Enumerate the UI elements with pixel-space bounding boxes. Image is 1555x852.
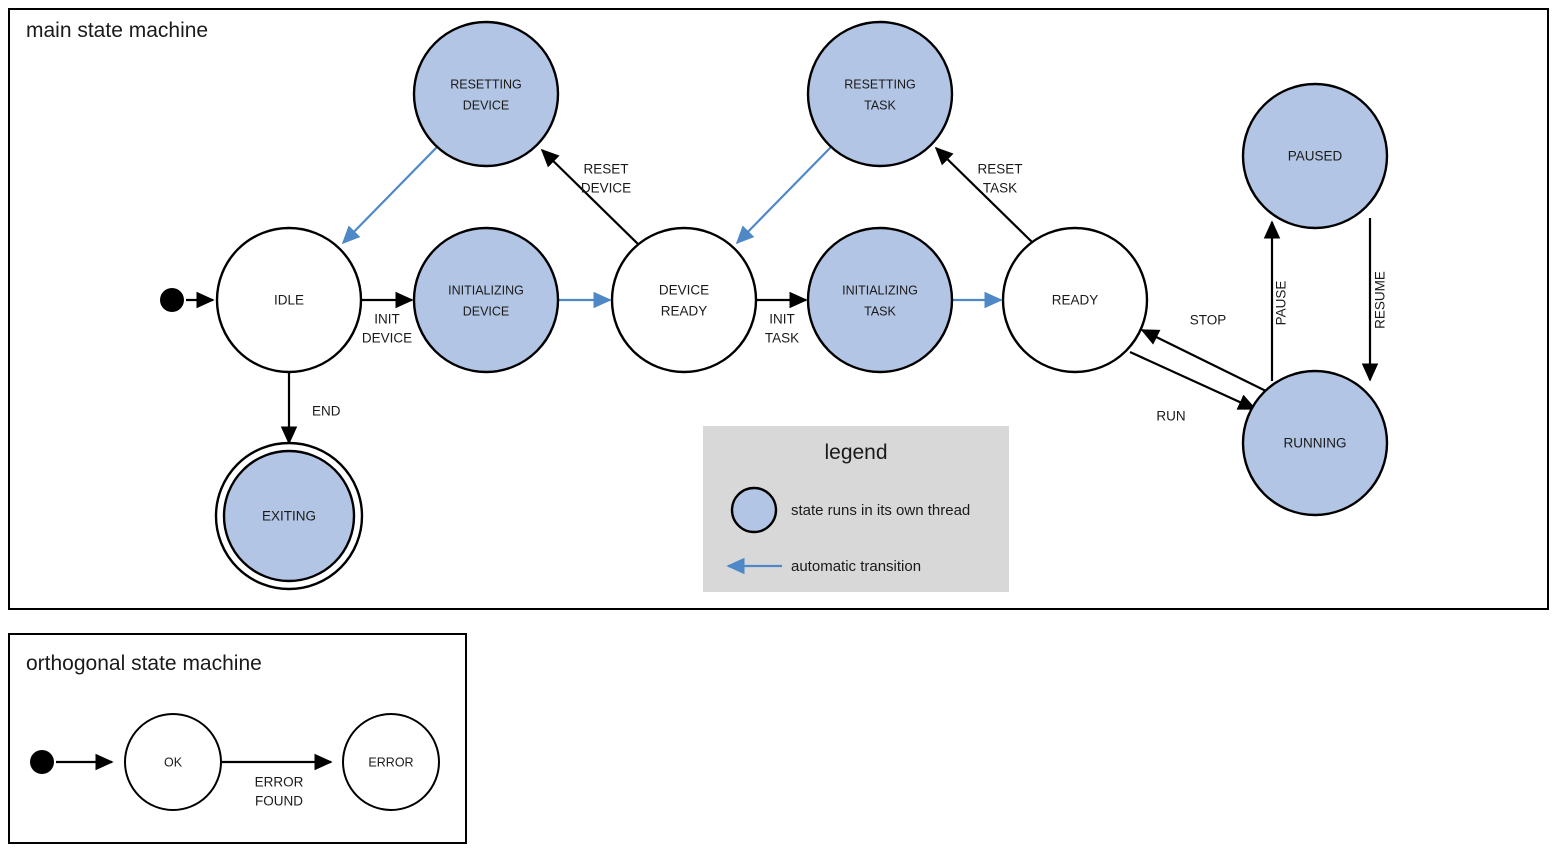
state-label-paused: PAUSED [1288,149,1343,164]
main-state-machine-frame [8,8,1549,610]
legend-thread-swatch [730,486,778,534]
transition-label-reset-task-line2: TASK [983,181,1017,196]
transition-label-reset-device-line2: DEVICE [581,181,631,196]
transition-ready-run [1129,350,1257,411]
state-label-idle: IDLE [274,293,304,308]
state-node-ready[interactable]: READY [1001,226,1149,374]
state-label-device-ready-line1: DEVICE [659,283,709,298]
state-node-paused[interactable]: PAUSED [1241,82,1389,230]
state-node-running[interactable]: RUNNING [1241,369,1389,517]
state-label-resetting-device-line1: RESETTING [450,77,522,91]
legend-title: legend [824,441,887,464]
state-label-ok: OK [164,755,183,769]
state-node-idle[interactable]: IDLE [215,226,363,374]
state-label-ready: READY [1052,293,1099,308]
legend-auto-label: automatic transition [791,558,921,575]
state-node-error[interactable]: ERROR [342,713,440,811]
transition-label-error-found-line1: ERROR [255,775,304,790]
state-label-resetting-task-line2: TASK [864,98,896,112]
transition-label-pause: PAUSE [1274,281,1289,326]
state-label-initializing-task-line1: INITIALIZING [842,283,918,297]
initial-state-marker-main [160,288,184,312]
main-state-machine-title: main state machine [26,19,208,42]
transition-ready-reset-task [934,146,1033,243]
state-label-initializing-device-line1: INITIALIZING [448,283,524,297]
state-label-device-ready-line2: READY [661,304,708,319]
state-node-ok[interactable]: OK [124,713,222,811]
state-label-running: RUNNING [1284,436,1347,451]
state-label-exiting: EXITING [262,509,316,524]
state-node-resetting-task[interactable]: RESETTING TASK [806,20,954,168]
state-node-initializing-device[interactable]: INITIALIZING DEVICE [412,226,560,374]
transition-label-idle-init-device-line2: DEVICE [362,331,412,346]
transition-label-run: RUN [1156,409,1185,424]
transition-label-end: END [312,404,341,419]
state-label-resetting-task-line1: RESETTING [844,77,916,91]
state-node-device-ready[interactable]: DEVICE READY [610,226,758,374]
orthogonal-state-machine-title: orthogonal state machine [26,652,262,675]
transition-reset-task-device-ready [735,146,832,245]
legend-thread-label: state runs in its own thread [791,502,970,519]
transition-device-ready-reset-device [540,148,639,245]
transition-label-init-task-line2: TASK [765,331,799,346]
state-label-resetting-device-line2: DEVICE [463,98,510,112]
transition-label-init-task-line1: INIT [769,312,795,327]
state-node-resetting-device[interactable]: RESETTING DEVICE [412,20,560,168]
transition-running-stop [1140,329,1269,393]
state-node-initializing-task[interactable]: INITIALIZING TASK [806,226,954,374]
transition-label-reset-task-line1: RESET [977,162,1022,177]
transition-label-resume: RESUME [1373,271,1388,329]
state-label-error: ERROR [368,755,413,769]
state-label-initializing-device-line2: DEVICE [463,304,510,318]
transition-label-error-found-line2: FOUND [255,794,303,809]
state-node-exiting[interactable]: EXITING [214,441,364,591]
state-label-initializing-task-line2: TASK [864,304,896,318]
transition-label-stop: STOP [1190,313,1227,328]
legend: legend state runs in its own thread auto… [703,426,1009,592]
initial-state-marker-orthogonal [30,750,54,774]
transition-reset-device-idle [341,146,438,245]
transition-label-reset-device-line1: RESET [583,162,628,177]
transition-label-idle-init-device-line1: INIT [374,312,400,327]
orthogonal-state-machine-frame [8,633,467,844]
